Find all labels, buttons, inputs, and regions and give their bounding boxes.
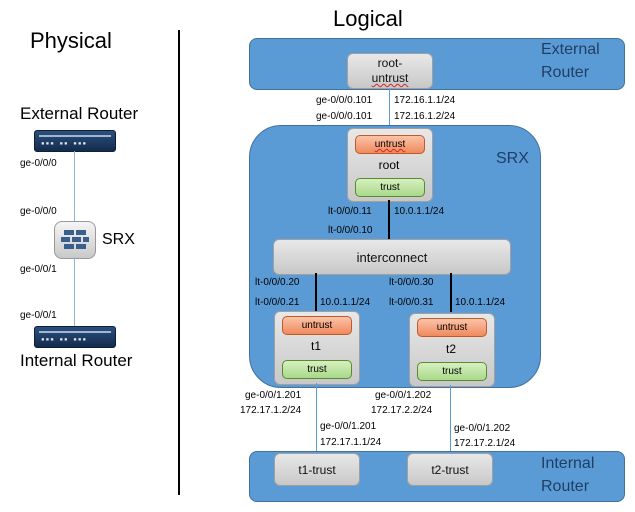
logical-internal-label-1: Internal [541,455,595,472]
t2-trust-box-label: t2-trust [431,462,469,477]
root-untrust-zone: untrust [355,135,425,154]
root-untrust-zone-label: untrust [374,139,406,150]
ext-link [389,88,390,128]
t2-internal-link [450,385,451,453]
ext-ip-b: 172.16.1.2/24 [394,111,456,122]
t1-if-b: ge-0/0/1.201 [320,421,377,432]
t1-internal-link [316,383,317,453]
t1-trust-box: t1-trust [274,453,360,486]
root-untrust-line2: untrust [371,71,409,85]
t1-trust-zone-label: trust [307,364,327,375]
t1-untrust-zone: untrust [282,316,352,335]
phys-port-3: ge-0/0/1 [20,264,57,275]
t1-ip-b: 172.17.1.1/24 [320,437,382,448]
root-vr-label: root [378,158,400,172]
phys-port-2: ge-0/0/0 [20,206,57,217]
lt-root-a: lt-0/0/0.11 [328,206,372,217]
lt-t2-b: lt-0/0/0.31 [389,297,434,308]
interconnect-label: interconnect [356,249,428,265]
ext-if-a: ge-0/0/0.101 [316,95,373,106]
t2-ip-b: 172.17.2.1/24 [454,438,516,449]
t1-if-a: ge-0/0/1.201 [245,390,302,401]
logical-internal-label-2: Router [541,478,590,495]
lt-t1-b: lt-0/0/0.21 [255,297,300,308]
root-untrust-box: root- untrust [347,53,433,89]
physical-external-router-label: External Router [20,104,139,123]
physical-link-top [74,151,75,221]
physical-srx-label: SRX [102,231,135,248]
interconnect-box: interconnect [273,239,511,275]
t1-interconnect-link [315,273,317,312]
t2-trust-zone: trust [417,362,487,381]
lt-root-ip: 10.0.1.1/24 [394,206,445,217]
logical-external-label-1: External [541,41,600,58]
logical-external-label-2: Router [541,64,590,81]
t1-ip-a: 172.17.1.2/24 [240,405,302,416]
t2-vr-label: t2 [445,342,456,356]
phys-port-1: ge-0/0/0 [20,158,57,169]
logical-title: Logical [333,6,403,31]
t2-trust-zone-label: trust [442,366,462,377]
logical-srx-label: SRX [496,150,529,167]
lt-root-b: lt-0/0/0.10 [328,225,373,236]
ext-ip-a: 172.16.1.1/24 [394,95,456,106]
lt-t2-ip: 10.0.1.1/24 [455,297,506,308]
t1-untrust-zone-label: untrust [301,320,333,331]
logical-external-router-box [249,38,625,90]
t2-trust-box: t2-trust [407,453,493,486]
firewall-icon [54,221,96,259]
phys-port-4: ge-0/0/1 [20,310,57,321]
root-interconnect-link [388,200,390,239]
t2-untrust-zone: untrust [417,318,487,337]
t2-interconnect-link [450,273,452,312]
root-trust-zone: trust [355,178,425,197]
t1-trust-zone: trust [282,360,352,379]
t2-untrust-zone-label: untrust [436,322,468,333]
external-router-icon: ▪▪▪ ▪▪ ▪▪▪ [34,130,116,152]
lt-t2-a: lt-0/0/0.30 [389,277,434,288]
ext-if-b: ge-0/0/0.101 [316,111,373,122]
t1-trust-box-label: t1-trust [298,462,336,477]
root-untrust-line1: root- [377,56,403,70]
physical-title: Physical [30,28,112,53]
lt-t1-a: lt-0/0/0.20 [255,277,300,288]
root-trust-zone-label: trust [380,182,400,193]
internal-router-icon: ▪▪▪ ▪▪ ▪▪▪ [34,326,116,348]
t2-if-b: ge-0/0/1.202 [454,423,511,434]
physical-internal-router-label: Internal Router [20,351,133,370]
section-divider [178,30,180,495]
t1-vr-label: t1 [310,339,321,353]
lt-t1-ip: 10.0.1.1/24 [320,297,371,308]
t2-if-a: ge-0/0/1.202 [375,390,432,401]
t2-ip-a: 172.17.2.2/24 [371,405,433,416]
physical-link-bottom [74,257,75,327]
